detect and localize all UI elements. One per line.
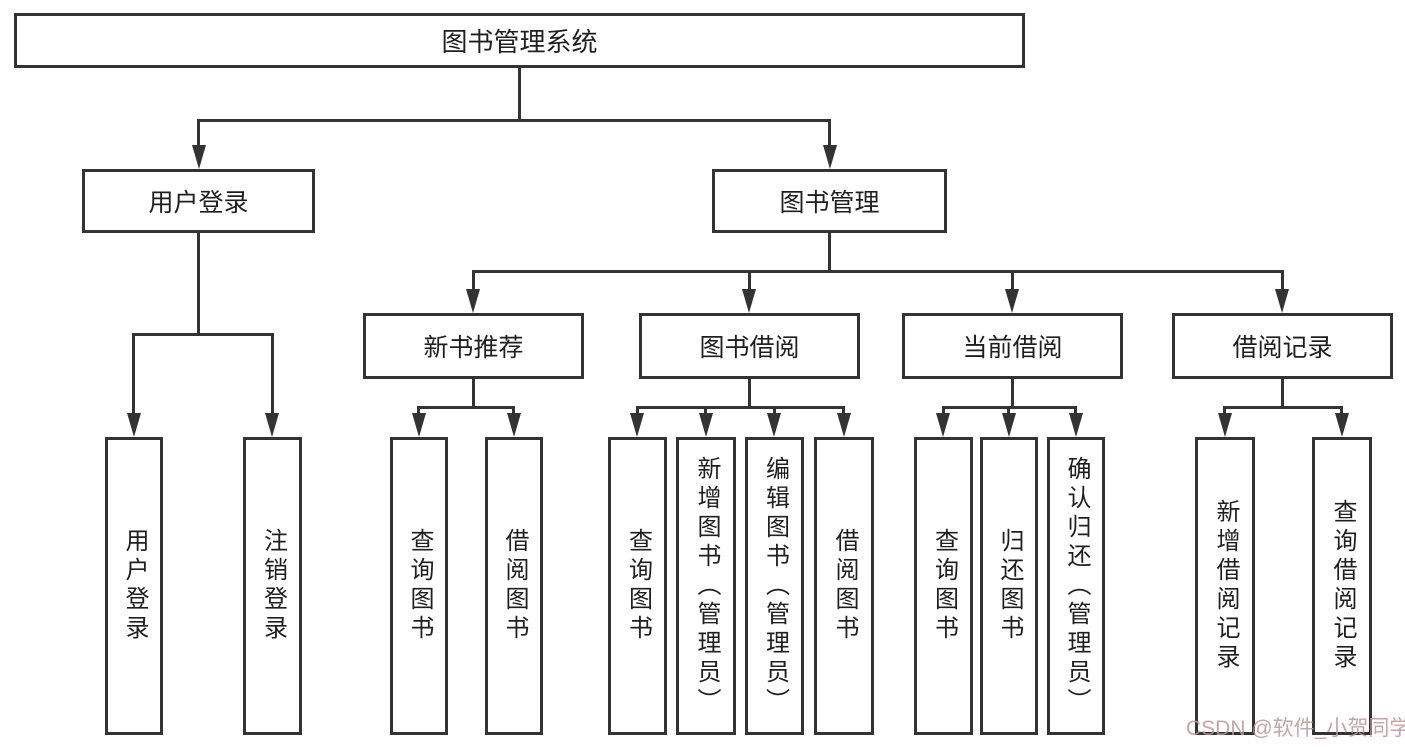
connector-line xyxy=(417,406,420,416)
arrowhead xyxy=(127,413,141,437)
node-leaf-user-login-label: 用户登录 xyxy=(121,528,148,644)
connector-line xyxy=(472,270,1284,273)
arrowhead xyxy=(1335,413,1349,437)
connector-line xyxy=(197,233,200,336)
node-leaf-logout: 注销登录 xyxy=(243,437,302,735)
node-leaf-confirm-return-admin: 确认归还（管理员） xyxy=(1047,437,1105,735)
node-book-borrowing: 图书借阅 xyxy=(639,313,860,379)
arrowhead xyxy=(1218,413,1232,437)
node-leaf-borrow-books-recommend: 借阅图书 xyxy=(485,437,543,735)
node-leaf-query-books-current-label: 查询图书 xyxy=(930,528,958,644)
node-new-book-recommendation-label: 新书推荐 xyxy=(423,334,524,362)
node-leaf-query-books-borrow: 查询图书 xyxy=(608,437,667,735)
node-leaf-return-books: 归还图书 xyxy=(980,437,1038,735)
node-leaf-query-books-borrow-label: 查询图书 xyxy=(624,528,652,644)
arrowhead xyxy=(412,413,426,437)
node-book-management: 图书管理 xyxy=(712,169,947,233)
arrowhead xyxy=(466,289,480,313)
node-new-book-recommendation: 新书推荐 xyxy=(363,313,584,379)
connector-line xyxy=(636,406,639,416)
node-library-system-label: 图书管理系统 xyxy=(441,27,598,57)
arrowhead xyxy=(1002,413,1016,437)
node-leaf-add-books-admin: 新增图书（管理员） xyxy=(676,437,736,735)
node-leaf-borrow-books-recommend-label: 借阅图书 xyxy=(501,528,528,644)
connector-line xyxy=(197,119,200,147)
node-leaf-confirm-return-admin-label: 确认归还（管理员） xyxy=(1063,455,1090,717)
connector-line xyxy=(1011,379,1014,408)
connector-line xyxy=(472,379,475,408)
node-book-borrowing-label: 图书借阅 xyxy=(699,334,800,362)
arrowhead xyxy=(699,413,713,437)
connector-line xyxy=(704,406,707,416)
node-leaf-return-books-label: 归还图书 xyxy=(996,528,1023,644)
connector-line xyxy=(132,333,135,414)
connector-line xyxy=(133,333,274,336)
arrowhead xyxy=(1069,413,1083,437)
node-leaf-query-books-recommend: 查询图书 xyxy=(390,437,448,735)
connector-line xyxy=(1011,270,1014,291)
connector-line xyxy=(512,406,515,416)
connector-line xyxy=(1074,406,1077,416)
node-book-management-label: 图书管理 xyxy=(779,189,880,217)
node-user-login: 用户登录 xyxy=(82,169,315,233)
node-current-borrowing: 当前借阅 xyxy=(902,313,1123,379)
arrowhead xyxy=(192,145,206,169)
arrowhead xyxy=(265,413,279,437)
node-leaf-query-borrow-record: 查询借阅记录 xyxy=(1312,437,1372,735)
connector-line xyxy=(1281,379,1284,408)
node-leaf-query-books-recommend-label: 查询图书 xyxy=(406,528,433,644)
node-user-login-label: 用户登录 xyxy=(148,189,249,217)
connector-line xyxy=(1225,406,1343,409)
connector-line xyxy=(518,66,521,122)
connector-line xyxy=(271,333,274,414)
arrowhead xyxy=(767,413,781,437)
node-leaf-query-books-current: 查询图书 xyxy=(914,437,973,735)
arrowhead xyxy=(630,413,644,437)
node-leaf-borrow-books-label: 借阅图书 xyxy=(831,528,858,644)
node-leaf-edit-books-admin-label: 编辑图书（管理员） xyxy=(761,455,789,717)
connector-line xyxy=(942,406,945,416)
arrowhead xyxy=(823,145,837,169)
connector-line xyxy=(1340,406,1343,416)
node-leaf-borrow-books: 借阅图书 xyxy=(814,437,874,735)
connector-line xyxy=(828,233,831,272)
arrowhead xyxy=(742,289,756,313)
arrowhead xyxy=(1005,289,1019,313)
node-leaf-user-login: 用户登录 xyxy=(105,437,163,735)
node-library-system: 图书管理系统 xyxy=(14,13,1025,68)
connector-line xyxy=(748,379,751,408)
connector-line xyxy=(1007,406,1010,416)
arrowhead xyxy=(1275,289,1289,313)
node-current-borrowing-label: 当前借阅 xyxy=(962,334,1063,362)
arrowhead xyxy=(936,413,950,437)
connector-line xyxy=(828,119,831,147)
node-leaf-add-books-admin-label: 新增图书（管理员） xyxy=(693,455,720,717)
node-borrowing-records: 借阅记录 xyxy=(1172,313,1393,379)
connector-line xyxy=(943,406,1077,409)
connector-line xyxy=(637,406,845,409)
connector-line xyxy=(842,406,845,416)
connector-line xyxy=(748,270,751,291)
connector-line xyxy=(472,270,475,291)
watermark: CSDN @软件_小贺同学 xyxy=(1186,717,1405,740)
node-leaf-edit-books-admin: 编辑图书（管理员） xyxy=(745,437,804,735)
node-leaf-logout-label: 注销登录 xyxy=(259,528,287,644)
node-leaf-add-borrow-record-label: 新增借阅记录 xyxy=(1212,499,1239,673)
connector-line xyxy=(198,119,831,122)
connector-line xyxy=(1281,270,1284,291)
node-leaf-add-borrow-record: 新增借阅记录 xyxy=(1195,437,1255,735)
node-leaf-query-borrow-record-label: 查询借阅记录 xyxy=(1329,499,1356,673)
node-borrowing-records-label: 借阅记录 xyxy=(1232,334,1333,362)
arrowhead xyxy=(837,413,851,437)
connector-line xyxy=(1223,406,1226,416)
connector-line xyxy=(419,406,515,409)
connector-line xyxy=(773,406,776,416)
arrowhead xyxy=(507,413,521,437)
